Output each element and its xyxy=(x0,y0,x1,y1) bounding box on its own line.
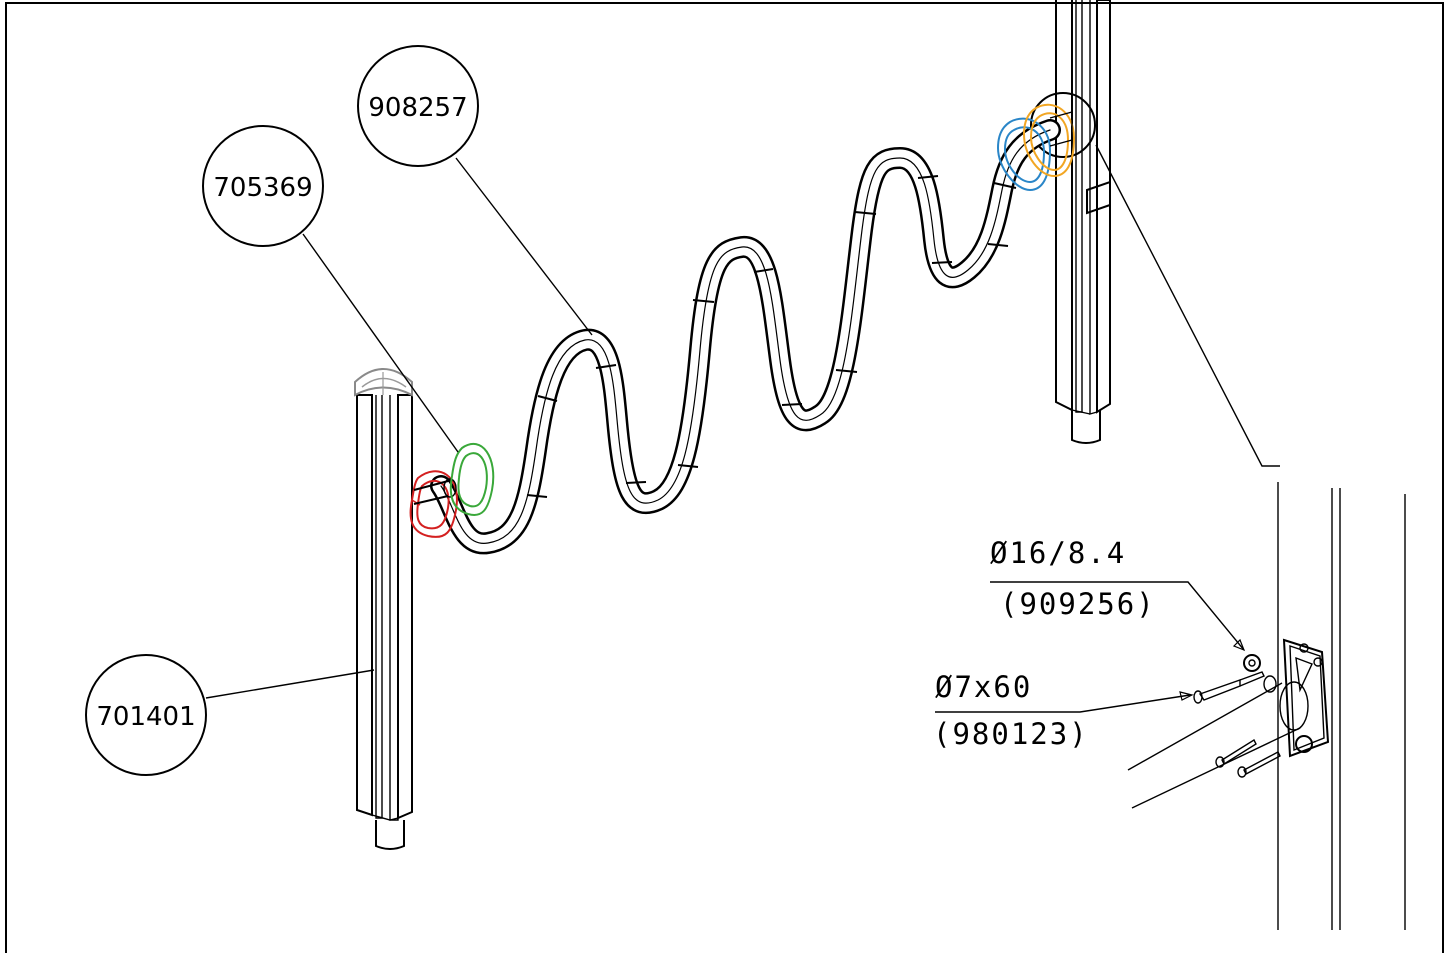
left-post xyxy=(354,368,413,850)
bubble-908257: 908257 xyxy=(357,45,479,167)
screw-top xyxy=(1193,671,1277,704)
bubble-705369: 705369 xyxy=(202,125,324,247)
bubble-705369-label: 705369 xyxy=(213,173,312,203)
d-ring-green xyxy=(449,442,495,516)
washer xyxy=(1243,654,1261,672)
screw-lower-1 xyxy=(1215,738,1257,768)
drawing-frame xyxy=(5,2,1444,953)
leader-705369 xyxy=(302,233,459,453)
leader-washer xyxy=(990,581,1245,651)
screw-lower-2 xyxy=(1237,751,1281,778)
screw-part-label: (980123) xyxy=(933,717,1089,751)
bubble-701401: 701401 xyxy=(85,654,207,776)
bubble-908257-label: 908257 xyxy=(368,93,467,123)
d-ring-orange xyxy=(1022,103,1076,178)
washer-dim-label: Ø16/8.4 xyxy=(990,536,1126,570)
screw-dim-label: Ø7x60 xyxy=(935,670,1032,704)
leader-detail xyxy=(1095,144,1280,467)
washer-part-label: (909256) xyxy=(1000,587,1156,621)
right-post xyxy=(1030,0,1111,444)
leader-701401 xyxy=(205,669,375,699)
leader-screw xyxy=(935,694,1191,713)
bubble-701401-label: 701401 xyxy=(96,702,195,732)
detail-view: Ø16/8.4 (909256) Ø7x60 (980123) xyxy=(933,482,1406,930)
d-ring-blue xyxy=(996,117,1052,192)
wavy-rail xyxy=(430,119,1061,555)
detail-circle xyxy=(1030,92,1096,158)
leader-908257 xyxy=(455,157,593,336)
wall-plate xyxy=(1282,638,1330,758)
